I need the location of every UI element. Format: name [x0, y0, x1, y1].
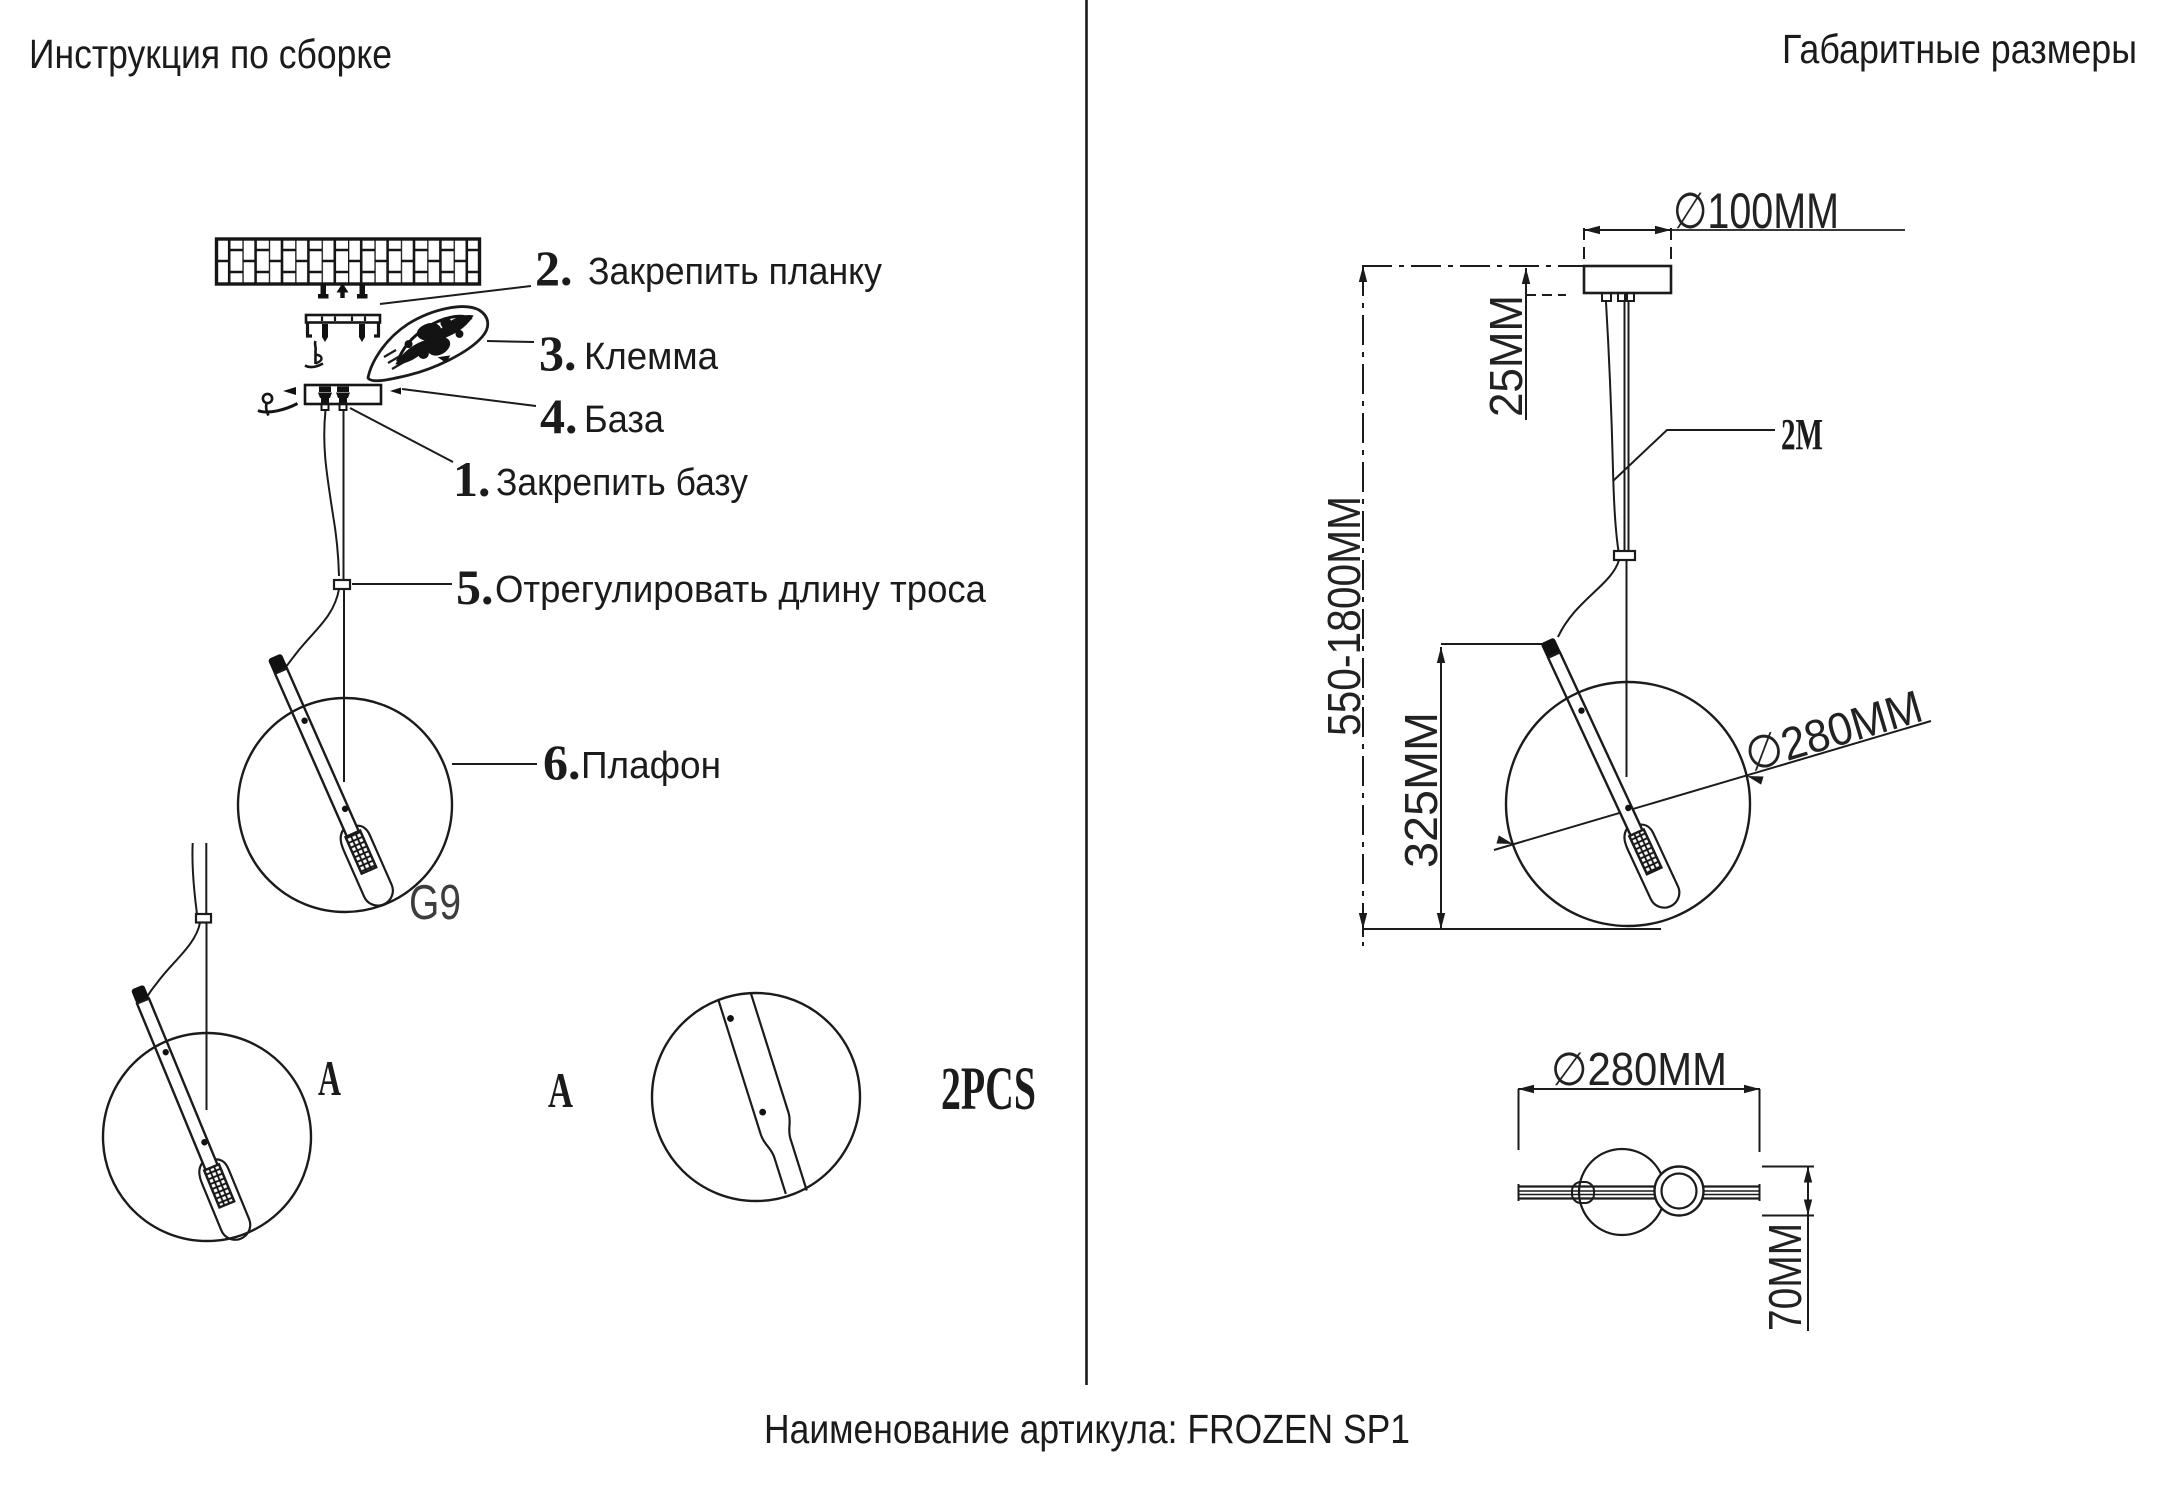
- svg-text:∅280MM: ∅280MM: [1739, 680, 1928, 782]
- svg-text:5.: 5.: [456, 559, 494, 615]
- svg-text:3.: 3.: [539, 325, 577, 381]
- svg-text:6.: 6.: [543, 734, 581, 790]
- svg-text:Инструкция по сборке: Инструкция по сборке: [29, 31, 392, 77]
- svg-text:Отрегулировать длину троса: Отрегулировать длину троса: [495, 569, 987, 611]
- svg-text:Закрепить планку: Закрепить планку: [588, 251, 882, 293]
- svg-text:2.: 2.: [535, 240, 573, 296]
- svg-text:Габаритные размеры: Габаритные размеры: [1782, 26, 2137, 72]
- svg-text:25MM: 25MM: [1480, 295, 1532, 417]
- svg-text:4.: 4.: [540, 388, 578, 444]
- svg-text:Плафон: Плафон: [581, 745, 721, 787]
- svg-text:2M: 2M: [1781, 410, 1823, 459]
- svg-text:550-1800MM: 550-1800MM: [1318, 496, 1370, 736]
- svg-text:Закрепить базу: Закрепить базу: [496, 462, 748, 504]
- svg-text:1.: 1.: [453, 451, 491, 507]
- svg-text:База: База: [584, 399, 665, 441]
- svg-text:A: A: [318, 1050, 341, 1106]
- svg-text:G9: G9: [409, 876, 461, 930]
- svg-text:70MM: 70MM: [1759, 1223, 1811, 1331]
- svg-text:∅280MM: ∅280MM: [1551, 1043, 1727, 1095]
- svg-text:A: A: [548, 1062, 573, 1118]
- svg-text:Наименование артикула: FROZEN: Наименование артикула: FROZEN SP1: [764, 1406, 1410, 1452]
- svg-text:Клемма: Клемма: [584, 336, 719, 378]
- svg-text:325MM: 325MM: [1395, 712, 1447, 868]
- svg-text:∅100MM: ∅100MM: [1673, 183, 1839, 239]
- svg-text:2PCS: 2PCS: [941, 1056, 1036, 1123]
